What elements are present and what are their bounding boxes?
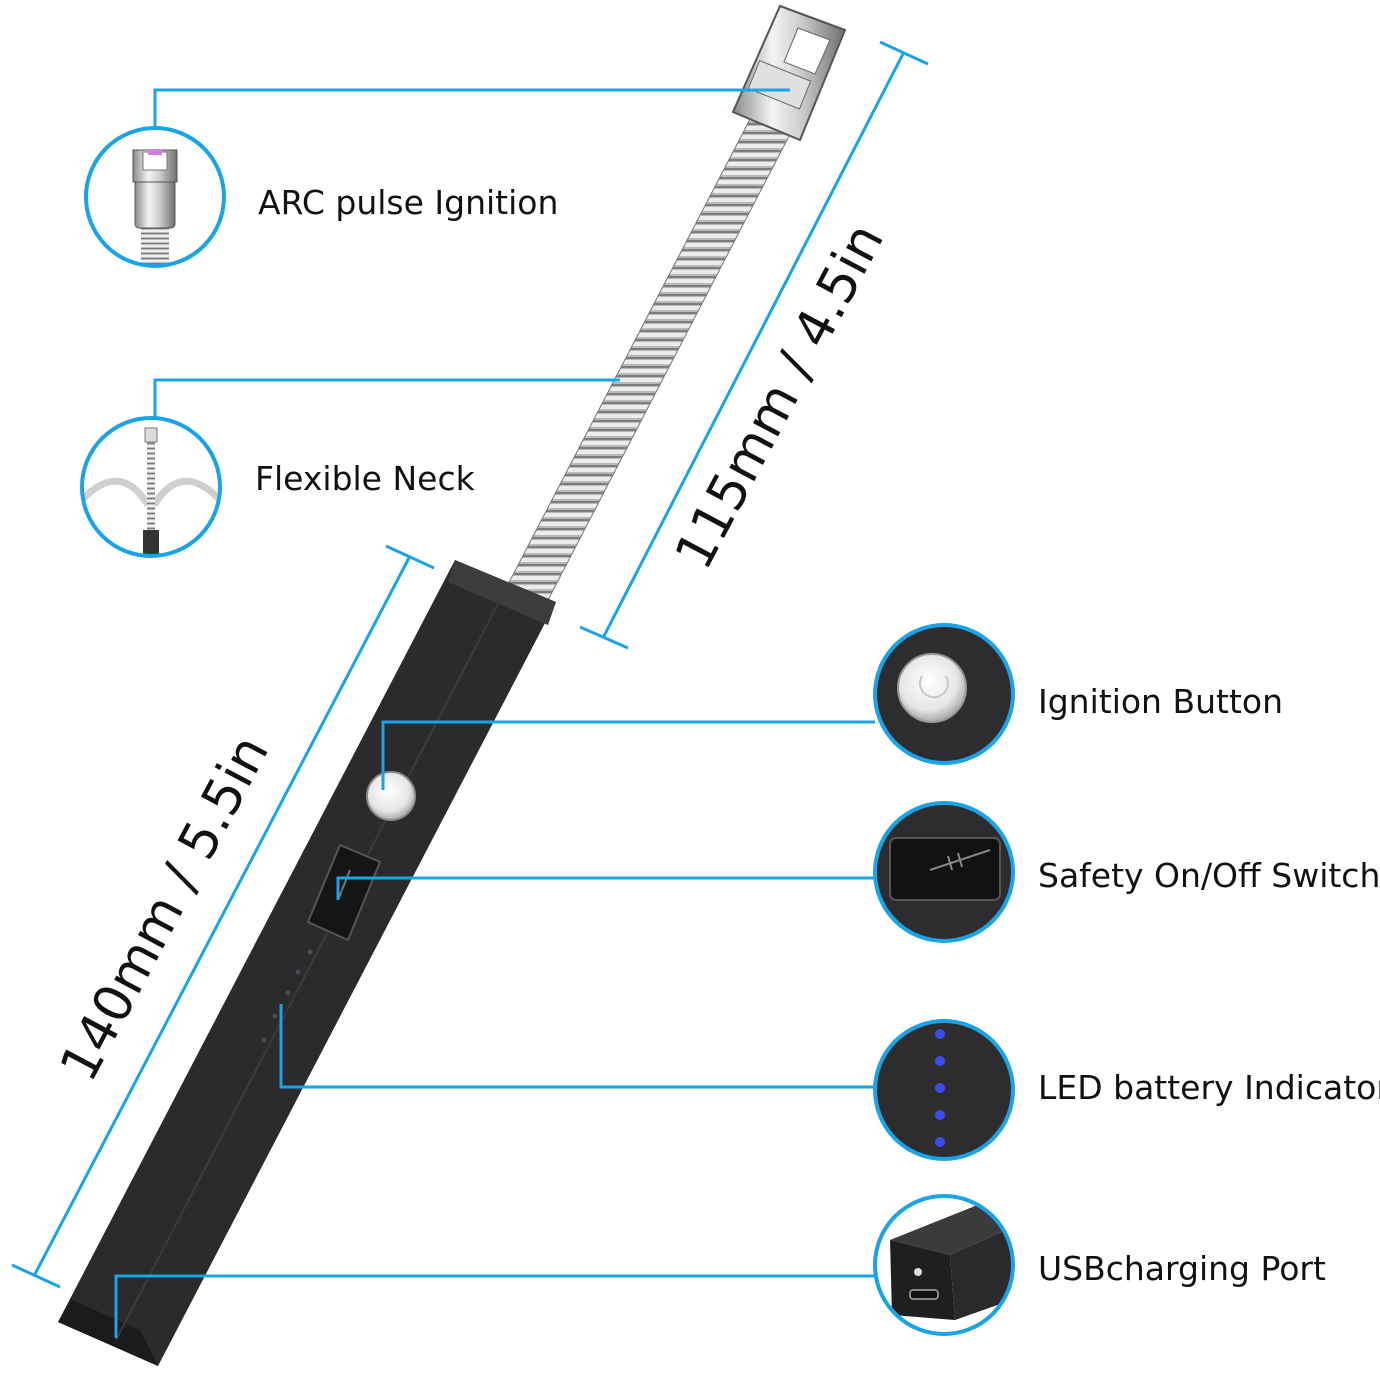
label-led-battery-indicator: LED battery Indicator [1038, 1068, 1380, 1107]
label-arc-pulse-ignition: ARC pulse Ignition [258, 183, 559, 222]
lighter-body [58, 560, 556, 1366]
body-led-dots [261, 949, 313, 1043]
body-ignition-button[interactable] [366, 771, 416, 821]
arc-tip-icon [84, 126, 226, 268]
flexible-neck-icon [80, 416, 222, 558]
lighter-arc-head [731, 4, 847, 142]
callout-lines [114, 88, 875, 1338]
label-safety-switch: Safety On/Off Switch [1038, 856, 1380, 895]
safety-switch-icon [873, 801, 1015, 943]
label-ignition-button: Ignition Button [1038, 682, 1284, 721]
label-flexible-neck: Flexible Neck [255, 459, 475, 498]
lighter-neck [503, 99, 801, 601]
label-usb-charging-port: USBcharging Port [1038, 1249, 1326, 1288]
body-safety-switch[interactable] [306, 843, 382, 942]
dimension-lines [11, 40, 929, 1289]
led-indicator-icon [873, 1019, 1015, 1161]
ignition-button-icon [873, 623, 1015, 765]
usb-port-icon [873, 1194, 1015, 1336]
